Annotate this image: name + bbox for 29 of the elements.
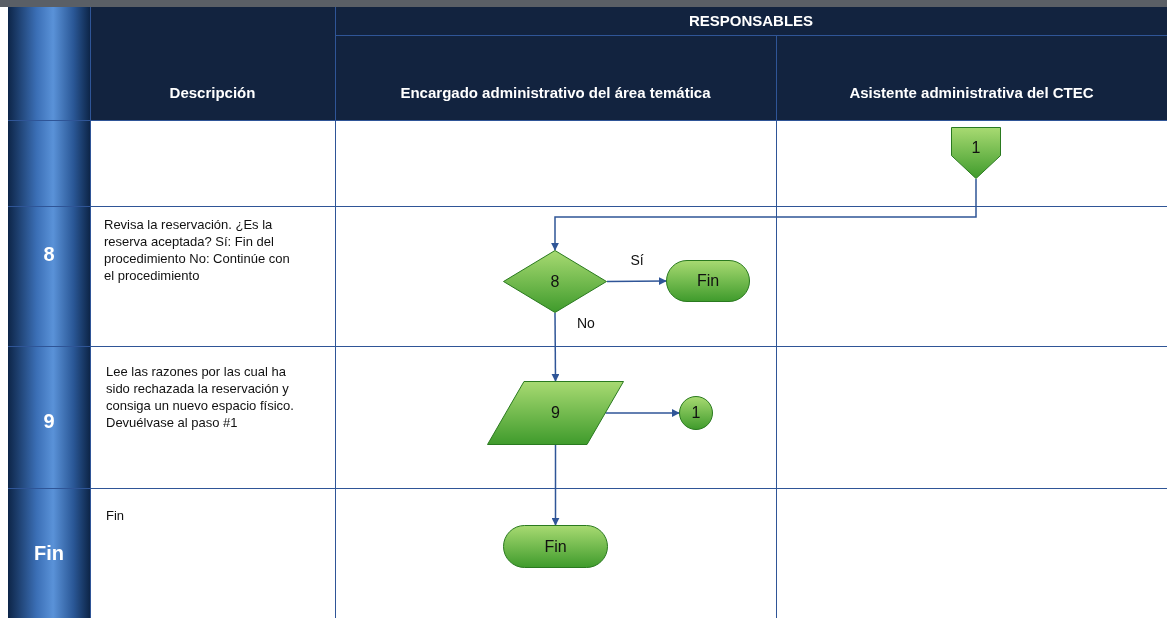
arrow	[604, 409, 680, 417]
node-label: 9	[551, 404, 560, 422]
edge-label: Sí	[628, 251, 646, 268]
node-label: 1	[691, 404, 701, 422]
column-header: Asistente administrativa del CTEC	[849, 84, 1094, 102]
arrow	[551, 444, 560, 526]
node-label: Fin	[696, 272, 720, 290]
edge-label: No	[575, 315, 597, 331]
terminal-shape	[666, 260, 750, 302]
column-header: Descripción	[169, 84, 256, 102]
step-number: 9	[43, 409, 55, 433]
node-label: 8	[550, 272, 560, 291]
step-number: Fin	[34, 541, 64, 565]
arrow	[551, 178, 977, 251]
decision-diamond	[503, 250, 607, 313]
arrow	[606, 277, 667, 286]
column-header: RESPONSABLES	[688, 12, 814, 30]
step-description: Fin	[106, 508, 125, 525]
arrow	[551, 312, 560, 382]
step-number: 8	[43, 242, 55, 266]
connector-circle	[679, 396, 713, 430]
data-parallelogram	[487, 381, 624, 445]
column-header: Encargado administrativo del área temática	[400, 84, 711, 102]
step-description: Lee las razones por las cual ha sido rechazada la reservación y consiga un nuevo espacio físico. Devuélvase al paso #1	[106, 364, 295, 432]
terminal-shape	[503, 525, 608, 568]
node-label: 1	[971, 139, 981, 157]
off-page-connector	[951, 127, 1001, 179]
step-description: Revisa la reservación. ¿Es la reserva aceptada? Sí: Fin del procedimiento No: Continúe con el procedimiento	[104, 217, 291, 285]
node-label: Fin	[544, 537, 567, 556]
